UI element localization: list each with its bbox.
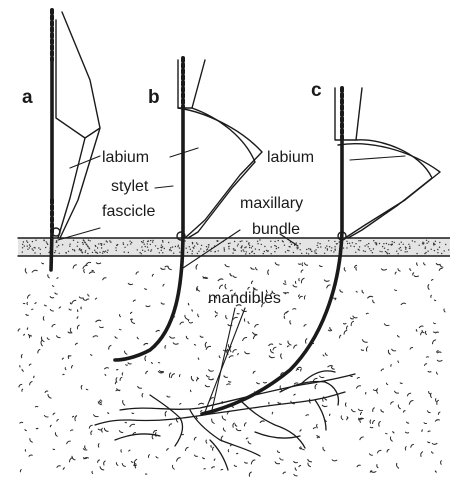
labium-c bbox=[335, 88, 362, 140]
labium-label-right: labium bbox=[267, 149, 314, 166]
fascicle-label: fascicle bbox=[102, 203, 155, 220]
mandibles-label: mandibles bbox=[208, 290, 281, 307]
panel-a-drawing bbox=[51, 10, 100, 270]
labium-a bbox=[56, 12, 100, 138]
stylet-label: stylet bbox=[111, 178, 149, 195]
bundle-label: bundle bbox=[252, 221, 300, 238]
maxillary-label: maxillary bbox=[240, 195, 303, 212]
panel-label-c: c bbox=[311, 80, 322, 101]
labium-label-left: labium bbox=[102, 149, 149, 166]
vascular-tissue bbox=[95, 371, 355, 470]
panel-label-a: a bbox=[22, 87, 33, 108]
panel-label-b: b bbox=[148, 87, 160, 108]
leaf-surface-layer bbox=[18, 238, 450, 256]
